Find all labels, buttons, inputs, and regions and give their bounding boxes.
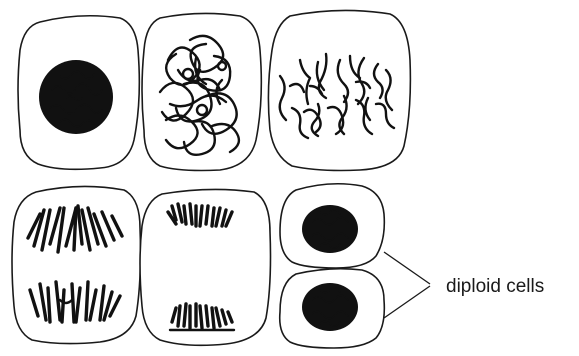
leader-line-top bbox=[384, 252, 430, 284]
cell-interphase bbox=[18, 16, 139, 170]
diploid-cells-label: diploid cells bbox=[446, 276, 544, 297]
cell-prometaphase bbox=[268, 10, 410, 170]
cell-prophase bbox=[142, 13, 261, 170]
daughter-nucleus-bottom bbox=[302, 283, 358, 331]
leader-line-bottom bbox=[384, 286, 430, 318]
cell-telophase bbox=[140, 189, 271, 345]
daughter-cell-top bbox=[280, 184, 384, 268]
daughter-cell-bottom bbox=[280, 269, 385, 348]
nucleus-condensed bbox=[39, 60, 113, 134]
daughter-nucleus-top bbox=[302, 205, 358, 253]
diploid-cells-label-group: diploid cells bbox=[384, 252, 544, 318]
cell-anaphase bbox=[12, 186, 141, 343]
